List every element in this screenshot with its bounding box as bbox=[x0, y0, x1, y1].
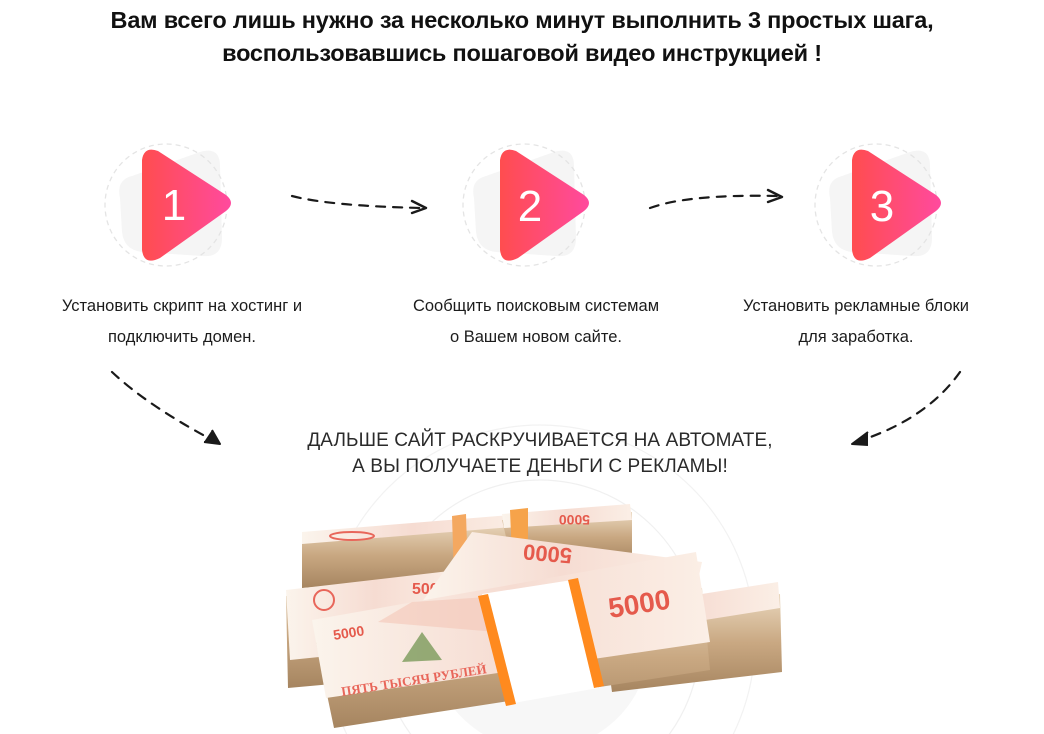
result-line-2: А ВЫ ПОЛУЧАЕТЕ ДЕНЬГИ С РЕКЛАМЫ! bbox=[352, 456, 728, 477]
money-stacks-image: 5000 5000 5000 5000 5000 ПЯТЬ ТЫСЯЧ bbox=[282, 492, 782, 734]
svg-text:5000: 5000 bbox=[559, 512, 590, 528]
headline-line-1: Вам всего лишь нужно за несколько минут … bbox=[110, 7, 934, 33]
paper-band bbox=[482, 580, 598, 704]
step-3-line-1: Установить рекламные блоки bbox=[743, 297, 969, 315]
dashed-arrow-step1-to-result bbox=[108, 368, 228, 448]
step-2-description: Сообщить поисковым системам о Вашем ново… bbox=[376, 291, 696, 353]
svg-text:5000: 5000 bbox=[522, 539, 573, 568]
headline-line-2: воспользовавшись пошаговой видео инструк… bbox=[222, 40, 822, 66]
dashed-arrow-step1-to-step2 bbox=[290, 190, 430, 220]
result-line-1: ДАЛЬШЕ САЙТ РАСКРУЧИВАЕТСЯ НА АВТОМАТЕ, bbox=[307, 430, 773, 451]
step-3-line-2: для заработка. bbox=[798, 328, 914, 346]
play-triangle-icon bbox=[852, 149, 941, 261]
step-2-line-1: Сообщить поисковым системам bbox=[412, 297, 660, 315]
step-1-description: Установить скрипт на хостинг и подключит… bbox=[22, 291, 342, 353]
step-2-number: 2 bbox=[518, 182, 542, 231]
step-1-line-2: подключить домен. bbox=[108, 328, 256, 346]
play-triangle-icon bbox=[142, 149, 231, 261]
step-3-number: 3 bbox=[870, 182, 894, 231]
step-1-number: 1 bbox=[162, 181, 186, 230]
result-message: ДАЛЬШЕ САЙТ РАСКРУЧИВАЕТСЯ НА АВТОМАТЕ, … bbox=[220, 428, 860, 480]
step-3-description: Установить рекламные блоки для заработка… bbox=[696, 291, 1016, 353]
svg-text:5000: 5000 bbox=[332, 622, 365, 643]
page-headline: Вам всего лишь нужно за несколько минут … bbox=[0, 4, 1044, 70]
dashed-arrow-step2-to-step3 bbox=[648, 188, 788, 218]
dashed-arrow-step3-to-result bbox=[846, 368, 966, 448]
step-3-icon: 3 bbox=[812, 140, 952, 270]
step-1-icon: 1 bbox=[102, 140, 242, 270]
front-stack: 5000 5000 ПЯТЬ ТЫСЯЧ РУБЛЕЙ bbox=[312, 552, 710, 728]
step-2-icon: 2 bbox=[456, 140, 596, 270]
play-triangle-icon bbox=[500, 149, 589, 261]
step-1-line-1: Установить скрипт на хостинг и bbox=[61, 297, 303, 315]
step-2-line-2: о Вашем новом сайте. bbox=[449, 328, 623, 346]
